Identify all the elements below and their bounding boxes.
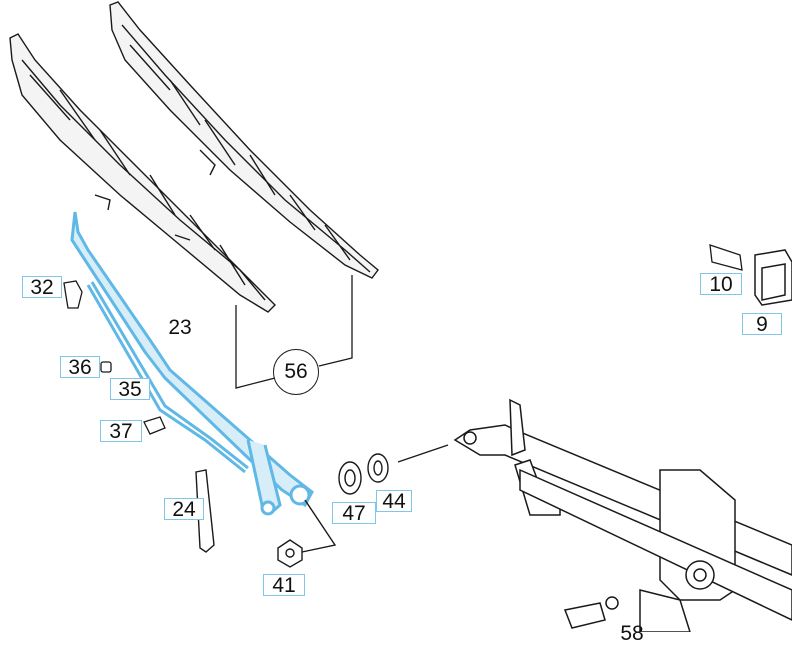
wiper-linkage-assembly[interactable] xyxy=(453,398,792,632)
callout-56[interactable]: 56 xyxy=(273,349,319,395)
callout-23[interactable]: 23 xyxy=(168,316,192,339)
wiper-parts-diagram xyxy=(9,1,792,632)
wiper-blade-left[interactable] xyxy=(9,33,276,313)
cap-37[interactable] xyxy=(143,416,166,435)
callout-47[interactable]: 47 xyxy=(332,502,376,525)
callout-37[interactable]: 37 xyxy=(100,420,142,443)
wiper-arm-35[interactable] xyxy=(86,281,249,474)
nut-47[interactable] xyxy=(338,461,362,495)
washer-44[interactable] xyxy=(367,444,449,483)
bracket-lines-56 xyxy=(235,275,353,389)
cap-36[interactable] xyxy=(100,361,112,373)
callout-10[interactable]: 10 xyxy=(700,273,742,296)
wiper-blade-right[interactable] xyxy=(109,1,379,279)
wiper-arm-23[interactable] xyxy=(70,211,314,516)
relay-10[interactable] xyxy=(709,244,743,271)
callout-9[interactable]: 9 xyxy=(742,313,782,336)
module-9[interactable] xyxy=(754,249,792,306)
spacer-24[interactable] xyxy=(195,469,215,553)
callout-32[interactable]: 32 xyxy=(22,276,62,299)
callout-24[interactable]: 24 xyxy=(164,498,204,521)
callout-36[interactable]: 36 xyxy=(60,356,100,379)
callout-58[interactable]: 58 xyxy=(620,622,644,645)
clip-32[interactable] xyxy=(63,280,83,309)
callout-35[interactable]: 35 xyxy=(110,378,150,401)
callout-41[interactable]: 41 xyxy=(263,574,305,597)
nut-41[interactable] xyxy=(277,499,337,568)
callout-44[interactable]: 44 xyxy=(376,490,412,513)
